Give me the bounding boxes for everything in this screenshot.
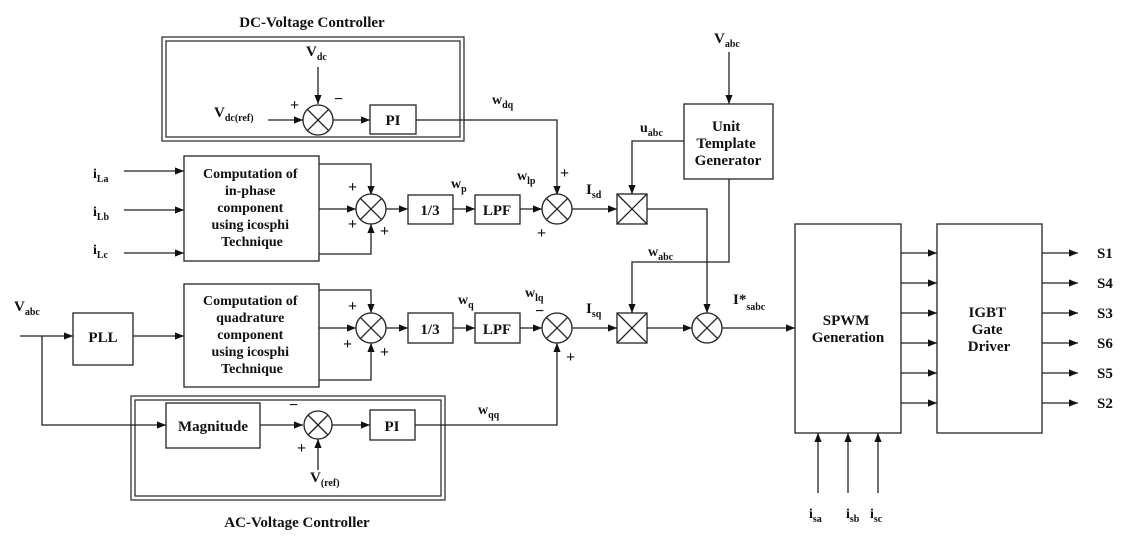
svg-text:Computation of quadratur: Computation of quadrature component usin… xyxy=(203,294,301,377)
pi-block-dc: PI xyxy=(369,104,417,135)
label-isc: isc xyxy=(870,507,883,525)
sign-minus: − xyxy=(334,91,343,108)
quadrature-computation-block: Computation of quadrature component usin… xyxy=(183,283,320,388)
igbt-gate-driver-block: IGBT Gate Driver xyxy=(936,223,1043,434)
svg-text:1/3: 1/3 xyxy=(420,203,439,219)
pll-block: PLL xyxy=(72,312,134,366)
gate-output-label: S4 xyxy=(1097,276,1113,292)
svg-text:PLL: PLL xyxy=(88,330,117,346)
label-vabc-top: Vabc xyxy=(714,31,740,50)
summing-junction-inphase xyxy=(355,193,387,225)
label-isq: Isq xyxy=(586,301,602,320)
sign-plus: + xyxy=(537,225,546,242)
sign-minus: − xyxy=(535,303,544,320)
ac-controller-title: AC-Voltage Controller xyxy=(224,515,370,531)
label-ilc: iLc xyxy=(93,243,109,261)
lpf-block-q: LPF xyxy=(474,312,521,344)
label-isa: isa xyxy=(809,507,822,525)
sign-plus: + xyxy=(348,179,357,196)
svg-text:PI: PI xyxy=(385,419,400,435)
label-wq: wq xyxy=(458,293,474,311)
sign-plus: + xyxy=(348,298,357,315)
summing-junction-quadrature xyxy=(355,312,387,344)
label-isb: isb xyxy=(846,507,860,525)
gate-output-label: S3 xyxy=(1097,306,1113,322)
one-third-block-p: 1/3 xyxy=(407,194,454,225)
svg-text:SPWM Generation: SPWM Generation xyxy=(812,313,885,346)
sign-plus: + xyxy=(348,216,357,233)
svg-text:LPF: LPF xyxy=(483,203,511,219)
sign-plus: + xyxy=(297,440,306,457)
summing-junction-p xyxy=(541,193,573,225)
gate-output-label: S6 xyxy=(1097,336,1113,352)
sign-plus: + xyxy=(560,165,569,182)
label-wabc: wabc xyxy=(648,245,674,263)
unit-template-generator-block: Unit Template Generator xyxy=(683,103,774,180)
sign-plus: + xyxy=(566,349,575,366)
svg-text:LPF: LPF xyxy=(483,322,511,338)
label-vdc: Vdc xyxy=(306,44,327,63)
label-wlp: wlp xyxy=(517,169,536,187)
magnitude-block: Magnitude xyxy=(165,402,261,449)
label-wqq: wqq xyxy=(478,403,500,421)
label-vdc-ref: Vdc(ref) xyxy=(214,105,254,124)
sign-plus: + xyxy=(380,223,389,240)
label-wlq: wlq xyxy=(525,286,544,304)
svg-text:1/3: 1/3 xyxy=(420,322,439,338)
pi-block-ac: PI xyxy=(369,409,416,441)
summing-junction-q xyxy=(541,312,573,344)
dc-voltage-controller: DC-Voltage Controller xyxy=(161,15,465,142)
gate-output-label: S5 xyxy=(1097,366,1113,382)
multiplier-d xyxy=(616,193,648,225)
gate-output-label: S1 xyxy=(1097,246,1113,262)
summing-junction-ac xyxy=(303,410,333,440)
sign-plus: + xyxy=(343,336,352,353)
label-ilb: iLb xyxy=(93,205,110,223)
label-wdq: wdq xyxy=(492,93,514,111)
svg-text:Unit Template Gene: Unit Template Generator xyxy=(695,119,762,169)
sign-minus: − xyxy=(289,397,298,414)
label-vabc-left: Vabc xyxy=(14,299,40,318)
label-wp: wp xyxy=(451,177,467,195)
label-uabc: uabc xyxy=(640,121,663,139)
svg-text:Computation of in-phase: Computation of in-phase component using … xyxy=(203,167,301,250)
spwm-generation-block: SPWM Generation xyxy=(794,223,902,434)
dc-controller-title: DC-Voltage Controller xyxy=(239,15,385,31)
gate-output-label: S2 xyxy=(1097,396,1113,412)
one-third-block-q: 1/3 xyxy=(407,312,454,344)
summing-junction-dc xyxy=(302,104,334,136)
svg-text:PI: PI xyxy=(386,113,401,129)
svg-text:IGBT Gate Driver: IGBT Gate Driver xyxy=(968,305,1011,355)
lpf-block-p: LPF xyxy=(474,194,521,225)
summing-junction-total xyxy=(691,312,723,344)
sign-plus: + xyxy=(380,344,389,361)
inphase-computation-block: Computation of in-phase component using … xyxy=(183,155,320,262)
label-vref: V(ref) xyxy=(310,470,340,489)
svg-text:Magnitude: Magnitude xyxy=(178,419,248,435)
ac-voltage-controller: AC-Voltage Controller xyxy=(130,395,446,531)
label-ila: iLa xyxy=(93,167,109,185)
label-isd: Isd xyxy=(586,182,602,201)
label-isabc: I*sabc xyxy=(733,292,766,313)
multiplier-q xyxy=(616,312,648,344)
sign-plus: + xyxy=(290,97,299,114)
